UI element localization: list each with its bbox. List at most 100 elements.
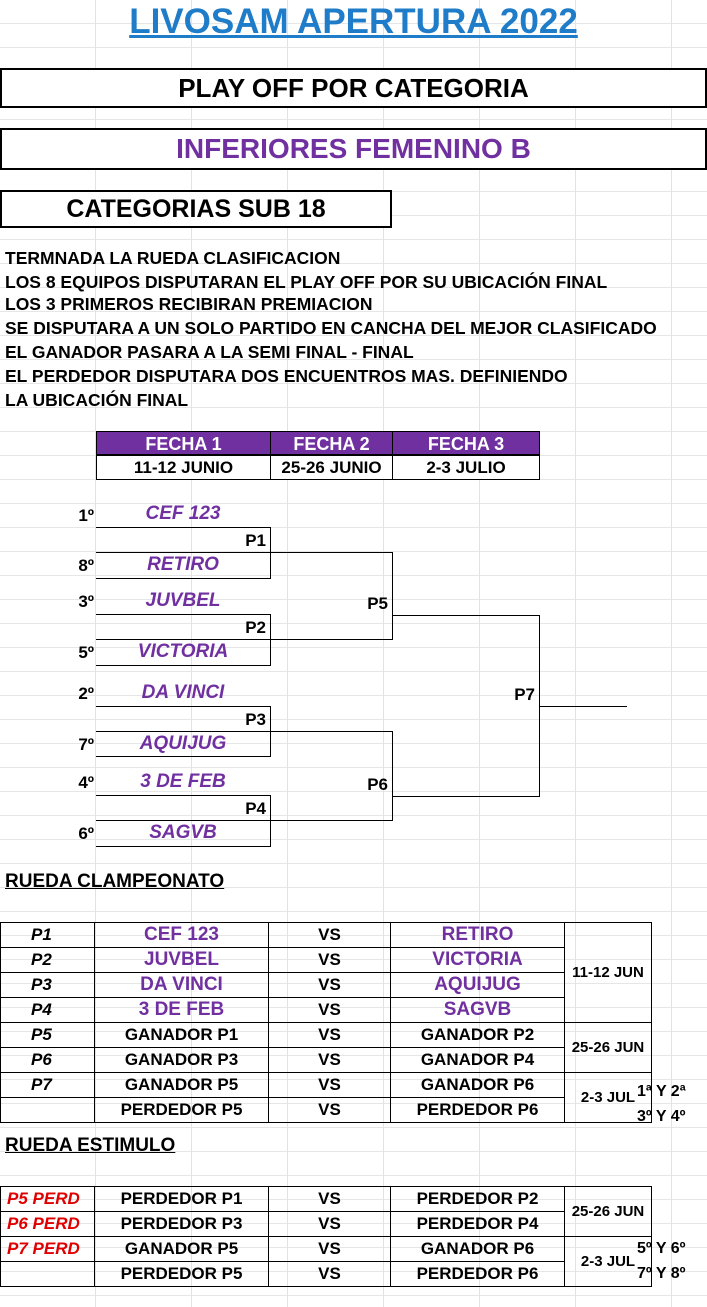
bracket-line <box>96 756 271 757</box>
away-team: AQUIJUG <box>390 972 565 998</box>
stimulus-table: P5 PERD PERDEDOR P1 VS PERDEDOR P2 25-26… <box>0 1186 652 1287</box>
bracket-line <box>96 639 271 640</box>
team-name: 3 DE FEB <box>140 771 226 792</box>
bracket-line <box>392 796 540 797</box>
away-team: RETIRO <box>390 922 565 948</box>
vs-label: VS <box>268 1022 391 1048</box>
vs-label: VS <box>268 1047 391 1073</box>
vs-label: VS <box>268 947 391 973</box>
bracket-line <box>96 706 271 707</box>
vs-label: VS <box>268 972 391 998</box>
table-row: P6 PERD PERDEDOR P3 VS PERDEDOR P4 <box>0 1211 652 1237</box>
away-team: PERDEDOR P2 <box>390 1186 565 1212</box>
bracket-line <box>96 552 271 553</box>
table-row: P3 DA VINCI VS AQUIJUG <box>0 972 652 998</box>
seed-label: 2º <box>78 684 94 703</box>
team-name: CEF 123 <box>145 503 221 524</box>
away-team: GANADOR P6 <box>390 1072 565 1098</box>
home-team: GANADOR P5 <box>94 1072 269 1098</box>
match-label-p6: P6 <box>367 775 388 794</box>
away-team: GANADOR P4 <box>390 1047 565 1073</box>
bracket-line <box>96 820 271 821</box>
match-date: 25-26 JUN <box>564 1186 652 1237</box>
table-row: P5 PERD PERDEDOR P1 VS PERDEDOR P2 25-26… <box>0 1186 652 1237</box>
table-row: PERDEDOR P5 VS PERDEDOR P6 <box>0 1261 652 1287</box>
team-name: DA VINCI <box>141 682 225 703</box>
team-name: VICTORIA <box>137 641 229 662</box>
bracket-line <box>96 665 271 666</box>
fecha-1-date: 11-12 JUNIO <box>96 455 271 480</box>
bracket-line <box>392 552 393 640</box>
team-name: RETIRO <box>147 554 219 575</box>
bracket-line <box>96 578 271 579</box>
away-team: GANADOR P2 <box>390 1022 565 1048</box>
home-team: JUVBEL <box>94 947 269 973</box>
vs-label: VS <box>268 1072 391 1098</box>
match-date: 2-3 JUL <box>564 1072 652 1123</box>
seed-label: 7º <box>78 735 94 754</box>
vs-label: VS <box>268 1211 391 1237</box>
fecha-3-date: 2-3 JULIO <box>392 455 540 480</box>
match-code: P5 <box>0 1022 95 1048</box>
team-name: SAGVB <box>149 822 217 843</box>
home-team: DA VINCI <box>94 972 269 998</box>
rule-line: LOS 8 EQUIPOS DISPUTARAN EL PLAY OFF POR… <box>5 272 608 292</box>
bracket-line <box>270 527 271 579</box>
page-title: LIVOSAM APERTURA 2022 <box>129 2 578 41</box>
table-row: P2 JUVBEL VS VICTORIA <box>0 947 652 973</box>
rule-line: TERMNADA LA RUEDA CLASIFICACION <box>5 248 341 268</box>
fecha-3-header: FECHA 3 <box>392 431 540 455</box>
subtitle-banner: PLAY OFF POR CATEGORIA <box>0 68 707 108</box>
vs-label: VS <box>268 997 391 1023</box>
match-date: 25-26 JUN <box>564 1022 652 1073</box>
vs-label: VS <box>268 1261 391 1287</box>
team-name: JUVBEL <box>145 590 221 611</box>
bracket-line <box>270 552 393 553</box>
championship-heading: RUEDA CLAMPEONATO <box>5 871 225 892</box>
match-label-p4: P4 <box>245 799 266 818</box>
rule-line: LA UBICACIÓN FINAL <box>5 390 189 410</box>
division-banner: INFERIORES FEMENINO B <box>0 128 707 170</box>
placement-label: 5º Y 6º <box>637 1240 686 1257</box>
fecha-2-header: FECHA 2 <box>270 431 393 455</box>
home-team: GANADOR P5 <box>94 1236 269 1262</box>
bracket-line <box>96 614 271 615</box>
away-team: PERDEDOR P4 <box>390 1211 565 1237</box>
category-banner: CATEGORIAS SUB 18 <box>0 190 392 228</box>
seed-label: 4º <box>78 773 94 792</box>
match-code: P7 <box>0 1072 95 1098</box>
rule-line: EL PERDEDOR DISPUTARA DOS ENCUENTROS MAS… <box>5 366 568 386</box>
table-row: P7 GANADOR P5 VS GANADOR P6 2-3 JUL <box>0 1072 652 1123</box>
table-row: PERDEDOR P5 VS PERDEDOR P6 <box>0 1097 652 1123</box>
table-row: P4 3 DE FEB VS SAGVB <box>0 997 652 1023</box>
championship-table: P1 CEF 123 VS RETIRO 11-12 JUN P2 JUVBEL… <box>0 922 652 1123</box>
vs-label: VS <box>268 1097 391 1123</box>
home-team: PERDEDOR P5 <box>94 1097 269 1123</box>
match-date: 11-12 JUN <box>564 922 652 1023</box>
vs-label: VS <box>268 1236 391 1262</box>
placement-label: 3º Y 4º <box>637 1108 686 1125</box>
away-team: PERDEDOR P6 <box>390 1097 565 1123</box>
match-code: P6 <box>0 1047 95 1073</box>
bracket-line <box>392 731 393 821</box>
home-team: PERDEDOR P5 <box>94 1261 269 1287</box>
home-team: PERDEDOR P1 <box>94 1186 269 1212</box>
bracket-line <box>96 846 271 847</box>
vs-label: VS <box>268 1186 391 1212</box>
seed-label: 1º <box>78 506 94 525</box>
placement-label: 1ª Y 2ª <box>637 1083 686 1100</box>
match-code: P3 <box>0 972 95 998</box>
table-row: P7 PERD GANADOR P5 VS GANADOR P6 2-3 JUL <box>0 1236 652 1287</box>
seed-label: 6º <box>78 824 94 843</box>
home-team: 3 DE FEB <box>94 997 269 1023</box>
seed-label: 8º <box>78 556 94 575</box>
table-row: P5 GANADOR P1 VS GANADOR P2 25-26 JUN <box>0 1022 652 1073</box>
match-label-p1: P1 <box>245 531 266 550</box>
home-team: CEF 123 <box>94 922 269 948</box>
seed-label: 3º <box>78 592 94 611</box>
bracket-line <box>270 795 271 847</box>
bracket-line <box>270 639 393 640</box>
match-code: P7 PERD <box>0 1236 95 1262</box>
match-label-p2: P2 <box>245 618 266 637</box>
match-date: 2-3 JUL <box>564 1236 652 1287</box>
